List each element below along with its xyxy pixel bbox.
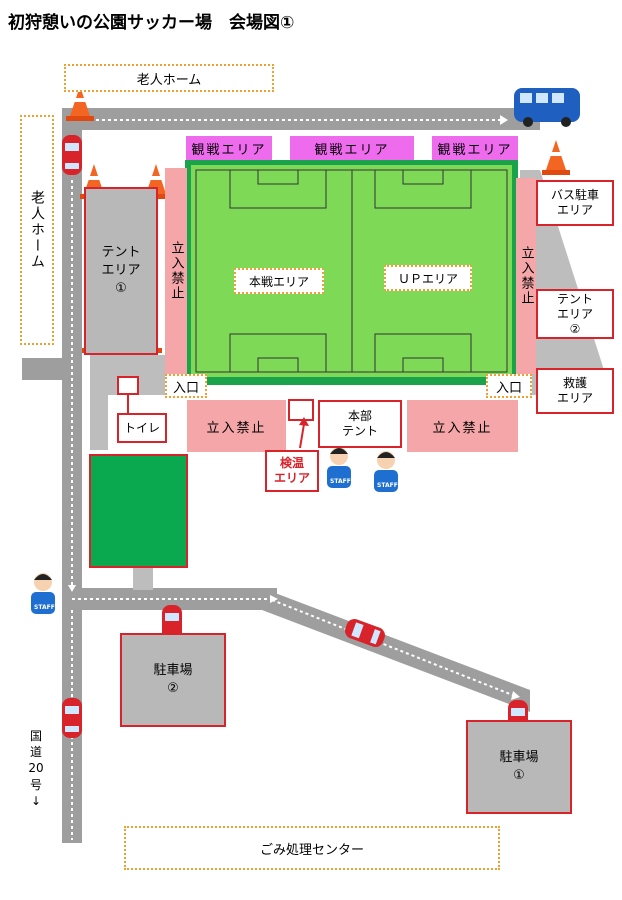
entrance-right: 入口 [486, 374, 532, 398]
main-game-area-label: 本戦エリア [234, 268, 324, 294]
rescue-area: 救護 エリア [536, 368, 614, 414]
tent-area-1: テント エリア ① [84, 187, 158, 355]
parking-lot-2: 駐車場 ② [120, 633, 226, 727]
toilet-box [117, 376, 139, 395]
staff-person-icon [327, 447, 351, 488]
traffic-cone-icon [542, 140, 570, 175]
staff-person-icon [31, 573, 55, 614]
toilet-label: トイレ [117, 413, 167, 443]
staff-badge: STAFF [330, 478, 351, 485]
elderly-home-top-label: 老人ホーム [64, 64, 274, 92]
temperature-check-area: 検温 エリア [265, 450, 319, 492]
road-toilet-lane [90, 380, 108, 450]
no-entry-bottom-right: 立入禁止 [407, 400, 518, 452]
staff-person-icon [374, 451, 398, 492]
page-title: 初狩憩いの公園サッカー場 会場図① [8, 13, 295, 33]
elderly-home-left-label: 老人ホーム [20, 115, 54, 345]
traffic-cone-icon [66, 86, 94, 121]
bus-parking-area: バス駐車 エリア [536, 180, 614, 226]
staff-badge: STAFF [34, 604, 55, 611]
road-to-green [133, 565, 153, 590]
spectator-area-2: 観戦エリア [290, 136, 414, 160]
temp-check-box [288, 399, 314, 421]
red-car-icon [62, 135, 82, 175]
red-car-icon [62, 698, 82, 738]
up-area-label: ＵＰエリア [384, 265, 472, 291]
no-entry-right: 立入禁止 [516, 178, 536, 374]
entrance-left: 入口 [165, 374, 207, 398]
staff-badge: STAFF [377, 482, 398, 489]
spectator-area-1: 観戦エリア [186, 136, 272, 160]
hq-tent: 本部 テント [318, 400, 402, 448]
parking-lot-1: 駐車場 ① [466, 720, 572, 814]
road-side-left [22, 358, 72, 380]
field-lines [195, 169, 508, 373]
route-20-label: 国 道 20 号 ↓ [28, 729, 44, 808]
green-block [89, 454, 188, 568]
tent-area-2: テント エリア ② [536, 289, 614, 339]
red-car-icon [345, 619, 385, 647]
arrow-heads [68, 115, 534, 700]
temp-check-pointer [299, 423, 305, 449]
bus-icon [514, 88, 580, 127]
no-entry-bottom-left: 立入禁止 [187, 400, 286, 452]
no-entry-left: 立入禁止 [165, 168, 187, 374]
garbage-center-label: ごみ処理センター [124, 826, 500, 870]
spectator-area-3: 観戦エリア [432, 136, 518, 160]
